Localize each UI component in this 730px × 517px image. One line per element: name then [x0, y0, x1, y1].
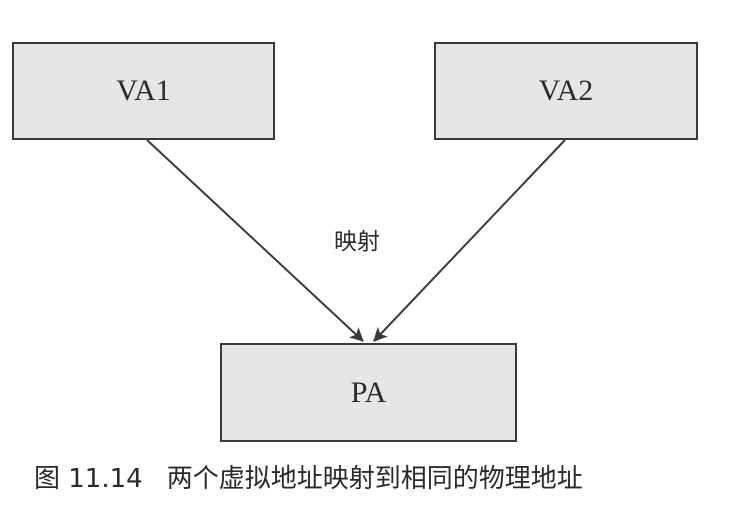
mapping-label: 映射 — [334, 229, 380, 255]
arrow-va1-to-pa — [146, 139, 364, 342]
figure-number: 图 11.14 — [34, 464, 143, 494]
arrow-va2-to-pa — [373, 139, 566, 342]
virtual-address-2-label: VA2 — [538, 74, 594, 107]
physical-address-label: PA — [350, 375, 387, 409]
virtual-address-1-box: VA1 — [12, 42, 275, 140]
virtual-address-1-label: VA1 — [116, 74, 171, 107]
figure-caption: 图 11.14 两个虚拟地址映射到相同的物理地址 — [34, 458, 583, 495]
physical-address-box: PA — [220, 343, 517, 442]
figure-caption-text: 两个虚拟地址映射到相同的物理地址 — [166, 464, 583, 494]
virtual-address-2-box: VA2 — [434, 42, 698, 140]
